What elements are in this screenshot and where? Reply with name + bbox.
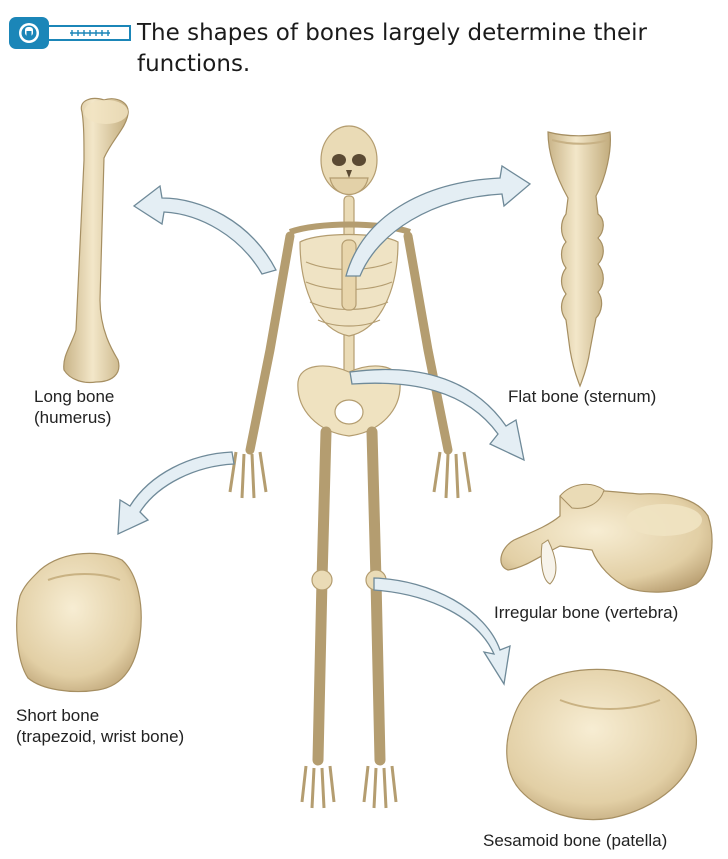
arrow-to-short-bone bbox=[118, 452, 234, 534]
skeleton-figure bbox=[230, 126, 470, 808]
arrow-to-sesamoid-bone bbox=[374, 578, 510, 684]
label-sesamoid-bone: Sesamoid bone (patella) bbox=[483, 830, 667, 851]
label-long-bone: Long bone (humerus) bbox=[34, 386, 114, 428]
vertebra-bone bbox=[501, 484, 712, 592]
sternum-bone bbox=[548, 132, 610, 386]
humerus-bone bbox=[64, 99, 128, 383]
label-flat-bone: Flat bone (sternum) bbox=[508, 386, 656, 407]
trapezoid-bone bbox=[17, 553, 141, 691]
label-irregular-bone: Irregular bone (vertebra) bbox=[494, 602, 678, 623]
arrow-to-long-bone bbox=[134, 186, 276, 274]
label-short-bone: Short bone (trapezoid, wrist bone) bbox=[16, 705, 184, 747]
patella-bone bbox=[507, 669, 697, 819]
